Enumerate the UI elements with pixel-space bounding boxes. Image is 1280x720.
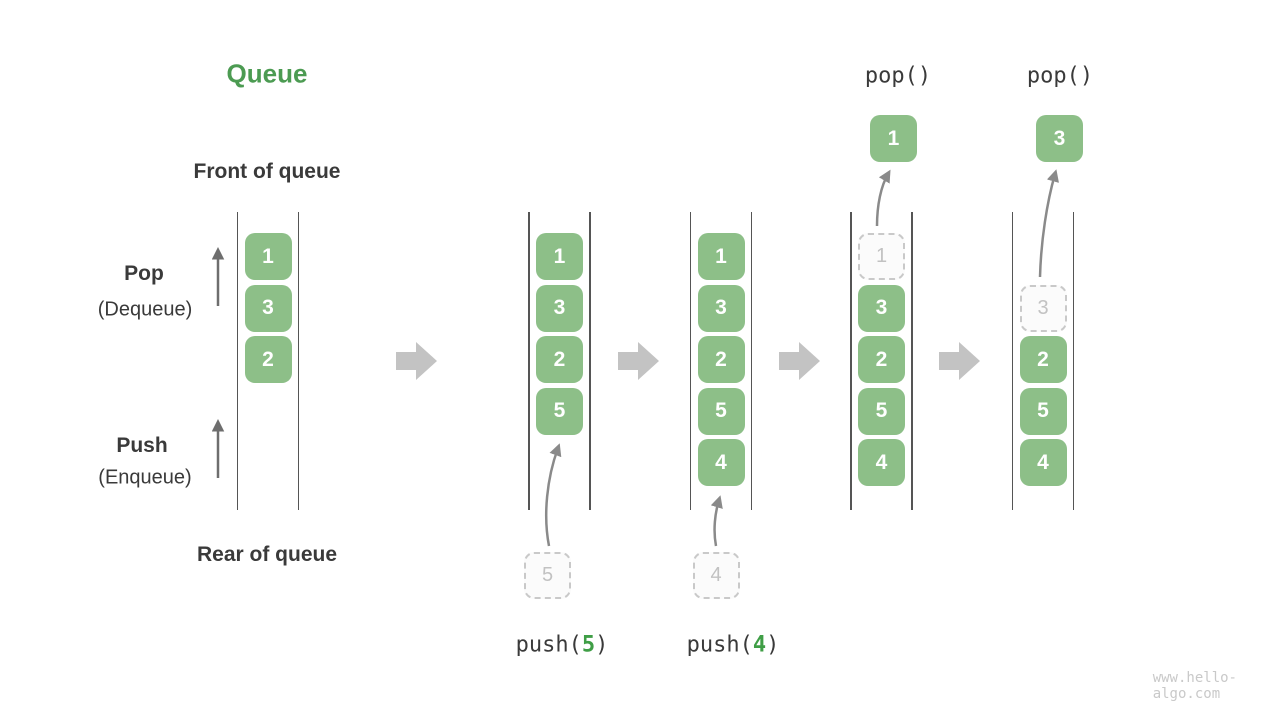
- queue-rail: [1072, 212, 1075, 510]
- queue-item: 1: [536, 233, 583, 280]
- popped-item: 1: [870, 115, 917, 162]
- queue-item: 4: [1019, 439, 1067, 487]
- popped-item: 3: [1036, 115, 1083, 162]
- queue-item: 4: [697, 439, 745, 487]
- queue-item: 2: [244, 336, 292, 384]
- queue-rail: [911, 212, 913, 510]
- queue-item-ghost: 3: [1019, 284, 1067, 332]
- queue-item: 1: [244, 233, 292, 280]
- rear-of-queue-label: Rear of queue: [196, 543, 338, 566]
- queue-item: 3: [244, 284, 292, 332]
- queue-rail: [297, 212, 300, 510]
- queue-item: 1: [697, 233, 745, 280]
- queue-rail: [236, 212, 239, 510]
- queue-item: 5: [697, 387, 745, 435]
- queue-item: 3: [697, 284, 745, 332]
- push-5-motion-arrow: [545, 443, 562, 547]
- transition-arrow-2: [618, 342, 659, 380]
- queue-item: 3: [536, 284, 583, 332]
- watermark: www.hello-algo.com: [1152, 670, 1237, 702]
- queue-rail: [589, 212, 591, 510]
- push-operation-prefix: push(: [515, 632, 582, 658]
- push-operation-label: push(4): [687, 633, 780, 658]
- pop-operation-label: pop(): [864, 63, 932, 89]
- dequeue-sublabel: (Dequeue): [97, 298, 193, 321]
- queue-item: 5: [1019, 387, 1067, 435]
- push-label: Push: [116, 434, 168, 457]
- transition-arrow-3: [779, 342, 820, 380]
- queue-item: 2: [1019, 336, 1067, 384]
- push-operation-prefix: push(: [686, 632, 753, 658]
- queue-item: 2: [536, 336, 583, 384]
- push-operation-arg: 5: [581, 632, 596, 658]
- push-operation-suffix: ): [595, 632, 609, 658]
- queue-item: 5: [536, 387, 583, 435]
- queue-item: 3: [858, 284, 905, 332]
- transition-arrow-1: [396, 342, 437, 380]
- queue-item: 2: [858, 336, 905, 384]
- push-operation-suffix: ): [766, 632, 780, 658]
- queue-rail: [750, 212, 753, 510]
- enqueue-sublabel: (Enqueue): [98, 466, 192, 489]
- pop-label: Pop: [124, 262, 164, 285]
- queue-rail: [850, 212, 852, 510]
- transition-arrow-4: [939, 342, 980, 380]
- pop-3-motion-arrow: [1038, 169, 1059, 278]
- pop-1-motion-arrow: [875, 169, 891, 227]
- queue-rail: [528, 212, 530, 510]
- queue-item: 4: [858, 439, 905, 487]
- push-4-motion-arrow: [710, 495, 723, 547]
- queue-rail: [689, 212, 692, 510]
- staged-push-item: 5: [524, 552, 571, 599]
- diagram-title: Queue: [226, 58, 308, 89]
- queue-rail: [1011, 212, 1014, 510]
- queue-item: 5: [858, 387, 905, 435]
- queue-item: 2: [697, 336, 745, 384]
- queue-item-ghost: 1: [858, 233, 905, 280]
- push-operation-arg: 4: [752, 632, 767, 658]
- push-operation-label: push(5): [516, 633, 609, 658]
- staged-push-item: 4: [692, 552, 740, 599]
- pop-operation-label: pop(): [1026, 63, 1094, 89]
- front-of-queue-label: Front of queue: [193, 160, 341, 183]
